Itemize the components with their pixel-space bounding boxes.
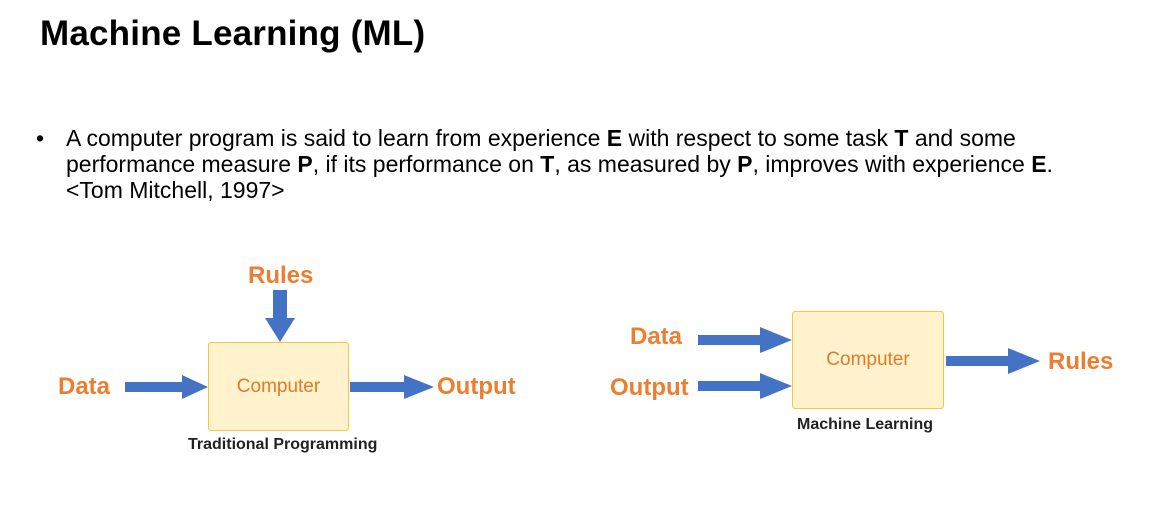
ml-data-to-computer-arrow: [698, 327, 792, 353]
definition-sentence: A computer program is said to learn from…: [66, 125, 1053, 177]
ml-computer-box: Computer: [792, 311, 944, 409]
ml-rules-label: Rules: [1048, 348, 1114, 375]
computer-to-output-arrow: [350, 375, 434, 399]
trad-rules-label: Rules: [248, 262, 314, 289]
trad-output-label: Output: [437, 373, 516, 400]
definition-fragment: A computer program is said to learn from…: [66, 125, 607, 151]
definition-fragment: , improves with experience: [752, 151, 1032, 177]
definition-fragment: , as measured by: [554, 151, 738, 177]
definition-key-letter: E: [1031, 151, 1047, 177]
trad-computer-box: Computer: [208, 342, 349, 431]
definition-key-letter: T: [540, 151, 555, 177]
ml-computer-to-rules-arrow: [946, 348, 1040, 374]
definition-fragment: and some performance measure: [66, 125, 1016, 177]
trad-data-label: Data: [58, 373, 111, 400]
page-title: Machine Learning (ML): [40, 14, 426, 53]
definition-key-letter: P: [297, 151, 313, 177]
ml-output-to-computer-arrow: [698, 373, 792, 399]
definition-bullet: • A computer program is said to learn fr…: [36, 125, 1146, 203]
ml-caption: Machine Learning: [797, 416, 934, 433]
data-to-computer-arrow: [125, 375, 208, 399]
definition-key-letter: E: [606, 125, 623, 151]
definition-fragment: , if its performance on: [312, 151, 541, 177]
definition-fragment: with respect to some task: [622, 125, 895, 151]
rules-to-computer-arrow: [265, 290, 295, 342]
definition-text: A computer program is said to learn from…: [66, 125, 1146, 203]
definition-fragment: .: [1046, 151, 1053, 177]
ml-data-label: Data: [630, 323, 683, 350]
definition-key-letter: P: [737, 151, 753, 177]
bullet-dot-icon: •: [36, 125, 45, 151]
ml-output-label: Output: [610, 374, 689, 401]
trad-caption: Traditional Programming: [188, 436, 378, 453]
definition-citation: <Tom Mitchell, 1997>: [66, 177, 285, 203]
definition-key-letter: T: [894, 125, 909, 151]
